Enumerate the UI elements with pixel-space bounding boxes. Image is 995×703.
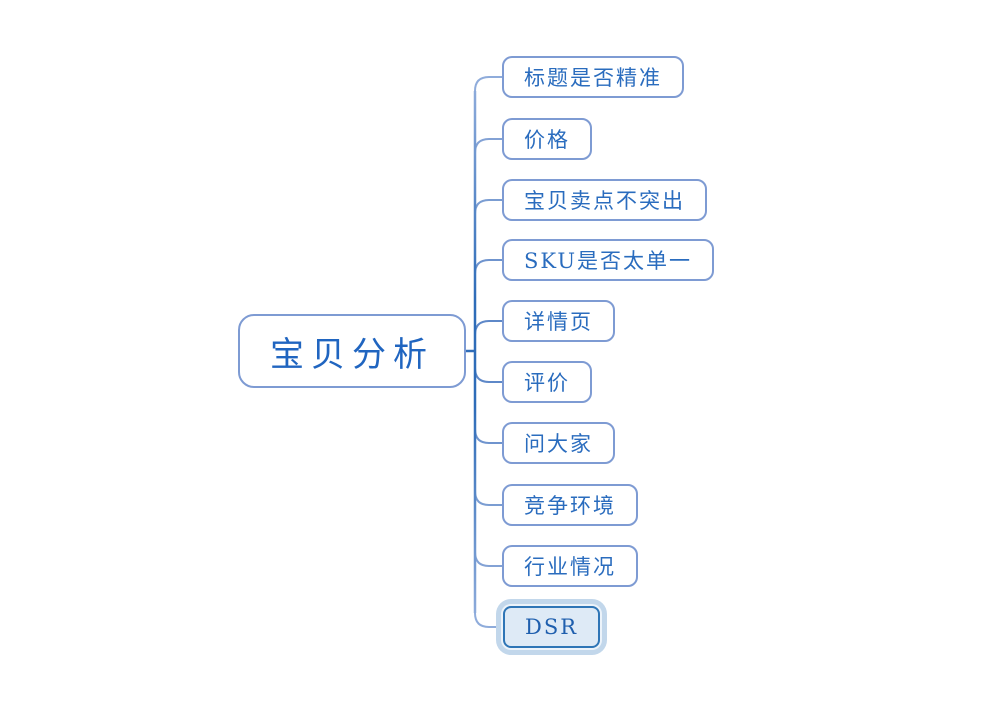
branch-line — [474, 490, 502, 506]
node-reviews[interactable]: 评价 — [502, 361, 592, 403]
node-ask-everyone[interactable]: 问大家 — [502, 422, 615, 464]
branch-line — [474, 259, 502, 275]
node-industry[interactable]: 行业情况 — [502, 545, 638, 587]
root-node-product-analysis[interactable]: 宝贝分析 — [238, 314, 466, 388]
branch-line — [474, 551, 502, 567]
node-dsr[interactable]: DSR — [503, 606, 601, 648]
node-detail-page[interactable]: 详情页 — [502, 300, 615, 342]
branch-line — [474, 199, 502, 215]
node-selling-points[interactable]: 宝贝卖点不突出 — [502, 179, 707, 221]
node-title-precision[interactable]: 标题是否精准 — [502, 56, 684, 98]
node-competition[interactable]: 竞争环境 — [502, 484, 638, 526]
branch-line — [474, 320, 502, 336]
branch-bracket-line — [474, 76, 502, 628]
node-price[interactable]: 价格 — [502, 118, 592, 160]
branch-line — [474, 138, 502, 154]
branch-line — [474, 367, 502, 383]
node-sku-variety[interactable]: SKU是否太单一 — [502, 239, 715, 281]
branch-line — [474, 428, 502, 444]
